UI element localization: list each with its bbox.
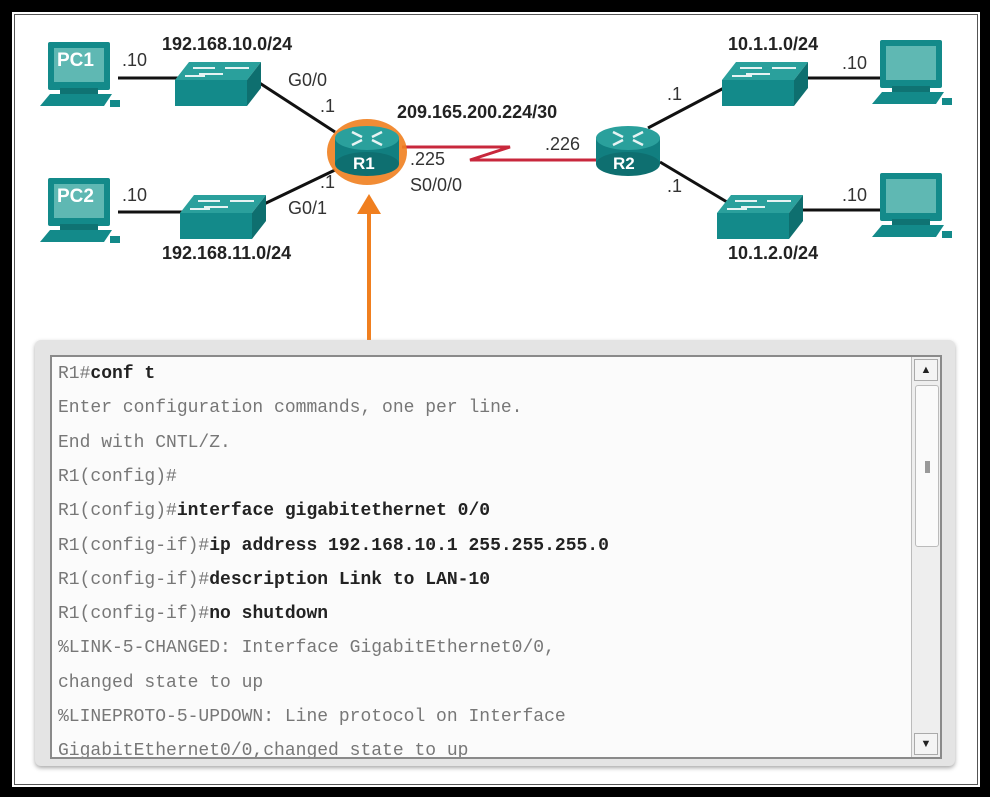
pc1-label: PC1 bbox=[57, 50, 94, 71]
terminal-command: no shutdown bbox=[209, 604, 329, 625]
pc3-icon bbox=[872, 40, 952, 105]
terminal-prompt: R1(config-if)# bbox=[58, 535, 210, 556]
terminal-prompt: GigabitEthernet0/0,changed state to up bbox=[58, 741, 469, 759]
terminal-line: changed state to up bbox=[58, 673, 263, 693]
link-r2-switch3 bbox=[647, 86, 725, 130]
terminal-prompt: R1(config-if)# bbox=[58, 604, 210, 625]
link-switch2-r1 bbox=[261, 168, 336, 207]
terminal-line: R1(config)# bbox=[58, 467, 177, 487]
pc2-label: PC2 bbox=[57, 186, 94, 207]
pc1-host-address: .10 bbox=[122, 50, 148, 70]
pc4-host-address: .10 bbox=[842, 185, 868, 205]
pointer-arrow bbox=[357, 194, 381, 342]
terminal-line: R1(config)#interface gigabitethernet 0/0 bbox=[58, 501, 490, 521]
terminal-command: conf t bbox=[90, 364, 156, 384]
terminal-line: R1(config-if)#no shutdown bbox=[58, 604, 328, 624]
terminal-prompt: %LINEPROTO-5-UPDOWN: Line protocol on In… bbox=[58, 707, 566, 727]
network-10-1-1: 10.1.1.0/24 bbox=[728, 34, 819, 54]
scroll-down-icon[interactable]: ▼ bbox=[914, 733, 938, 755]
terminal-prompt: R1# bbox=[58, 364, 91, 384]
terminal-prompt: R1(config)# bbox=[58, 501, 177, 522]
terminal-line: R1(config-if)#description Link to LAN-10 bbox=[58, 570, 490, 590]
terminal-line: R1#conf t bbox=[58, 364, 155, 384]
terminal-command: description Link to LAN-10 bbox=[209, 569, 491, 590]
terminal-command: ip address 192.168.10.1 255.255.255.0 bbox=[209, 535, 609, 556]
switch3-icon bbox=[721, 61, 809, 107]
terminal-line: End with CNTL/Z. bbox=[58, 433, 231, 453]
r1-g00-host: .1 bbox=[320, 96, 336, 116]
serial-link bbox=[402, 145, 600, 162]
terminal-prompt: End with CNTL/Z. bbox=[58, 432, 231, 453]
terminal-output: R1#conf t Enter configuration commands, o… bbox=[50, 355, 942, 759]
terminal-line: %LINEPROTO-5-UPDOWN: Line protocol on In… bbox=[58, 707, 566, 727]
terminal-prompt: Enter configuration commands, one per li… bbox=[58, 398, 523, 419]
r2-top-host: .1 bbox=[667, 84, 683, 104]
switch1-icon bbox=[174, 61, 262, 107]
network-192-168-11: 192.168.11.0/24 bbox=[162, 243, 292, 263]
terminal-prompt: %LINK-5-CHANGED: Interface GigabitEthern… bbox=[58, 638, 555, 659]
terminal-line: GigabitEthernet0/0,changed state to up bbox=[58, 741, 469, 759]
terminal-prompt: R1(config-if)# bbox=[58, 569, 210, 590]
r2-bottom-host: .1 bbox=[667, 176, 683, 196]
network-wan: 209.165.200.224/30 bbox=[397, 102, 558, 122]
switch2-icon bbox=[179, 194, 267, 240]
r1-serial-interface: S0/0/0 bbox=[410, 175, 463, 195]
scroll-up-icon[interactable]: ▲ bbox=[914, 359, 938, 381]
network-192-168-10: 192.168.10.0/24 bbox=[162, 34, 293, 54]
pc3-host-address: .10 bbox=[842, 53, 868, 73]
terminal-line: Enter configuration commands, one per li… bbox=[58, 398, 522, 418]
terminal-prompt: R1(config)# bbox=[58, 466, 177, 487]
switch4-icon bbox=[716, 194, 804, 240]
pc4-icon bbox=[872, 173, 952, 238]
terminal-command: interface gigabitethernet 0/0 bbox=[176, 501, 491, 522]
r2-label: R2 bbox=[613, 154, 635, 173]
network-10-1-2: 10.1.2.0/24 bbox=[728, 243, 819, 263]
r1-router-icon bbox=[327, 119, 407, 185]
terminal-line: %LINK-5-CHANGED: Interface GigabitEthern… bbox=[58, 638, 555, 658]
r2-router-icon bbox=[596, 126, 660, 176]
scrollbar[interactable]: ▲ ▼ bbox=[911, 357, 940, 757]
r1-g00-interface: G0/0 bbox=[288, 70, 328, 90]
terminal-line: R1(config-if)#ip address 192.168.10.1 25… bbox=[58, 536, 609, 556]
scrollbar-thumb[interactable] bbox=[915, 385, 939, 547]
pc2-host-address: .10 bbox=[122, 185, 148, 205]
r1-label: R1 bbox=[353, 154, 375, 173]
r2-serial-host: .226 bbox=[545, 134, 581, 154]
r1-g01-interface: G0/1 bbox=[288, 198, 328, 218]
r1-g01-host: .1 bbox=[320, 172, 336, 192]
link-r2-switch4 bbox=[659, 160, 733, 207]
link-switch1-r1 bbox=[257, 80, 336, 134]
grip-icon bbox=[925, 461, 930, 473]
terminal-prompt: changed state to up bbox=[58, 672, 264, 693]
r1-serial-host: .225 bbox=[410, 149, 446, 169]
